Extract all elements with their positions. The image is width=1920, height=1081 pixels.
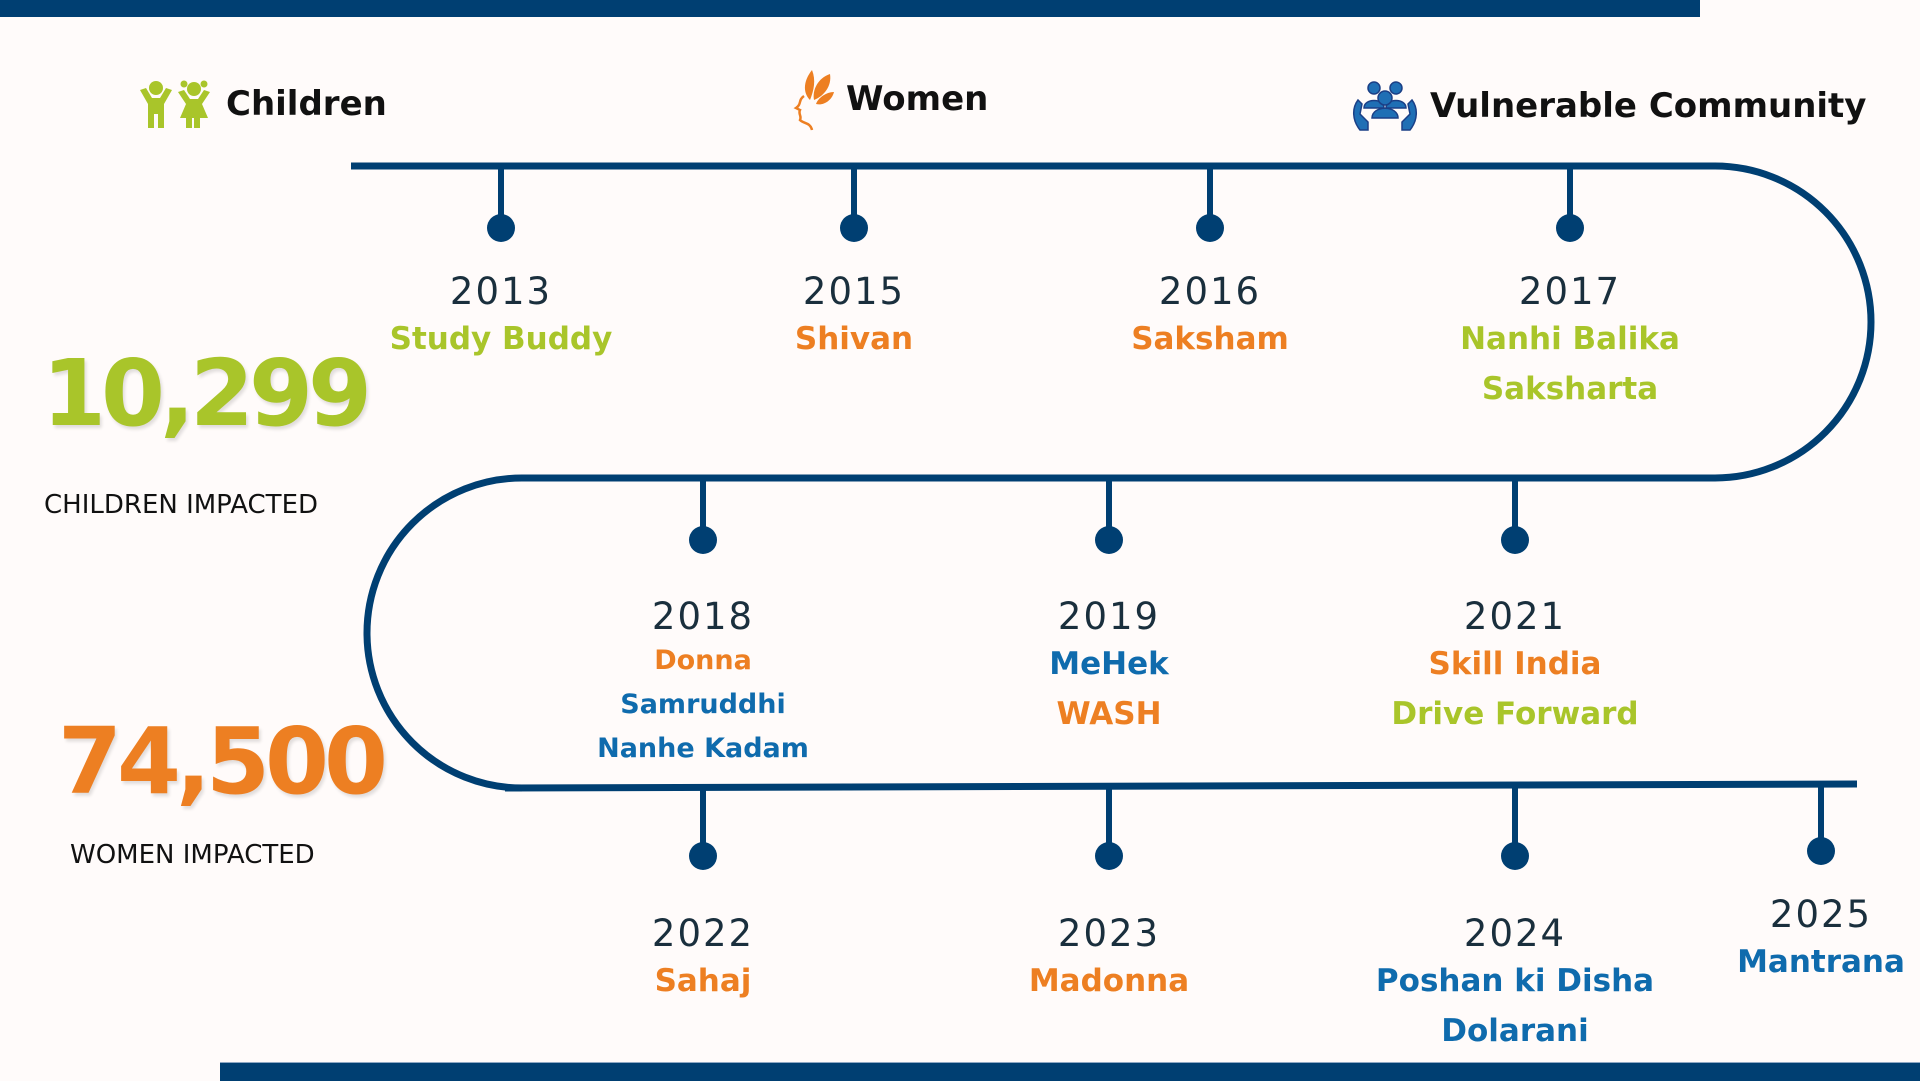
women-impacted-count: 74,500 bbox=[58, 708, 388, 815]
milestone-year: 2013 bbox=[449, 270, 553, 313]
program-name: Drive Forward bbox=[1391, 696, 1639, 732]
track-row-2 bbox=[363, 474, 1715, 792]
legend-children: Children bbox=[138, 78, 387, 130]
milestone-dot bbox=[840, 214, 868, 242]
program-name: Poshan ki Disha bbox=[1375, 963, 1655, 999]
milestone-year: 2025 bbox=[1769, 893, 1873, 936]
program-name: MeHek bbox=[1049, 646, 1169, 682]
program-name: Madonna bbox=[1028, 963, 1190, 999]
milestone-year: 2024 bbox=[1463, 912, 1567, 955]
milestone-year: 2022 bbox=[651, 912, 755, 955]
milestone-dot bbox=[487, 214, 515, 242]
milestone-year: 2015 bbox=[802, 270, 906, 313]
children-impacted-count: 10,299 bbox=[42, 340, 372, 447]
milestone-dot bbox=[1556, 214, 1584, 242]
top-accent-bar bbox=[0, 0, 1700, 17]
milestone-year: 2018 bbox=[651, 595, 755, 638]
program-name: Nanhi Balika bbox=[1460, 321, 1680, 357]
legend-label: Children bbox=[226, 84, 387, 124]
children-icon bbox=[140, 80, 210, 128]
program-name: Sahaj bbox=[654, 963, 752, 999]
program-name: Saksharta bbox=[1481, 371, 1659, 407]
milestone-year: 2017 bbox=[1518, 270, 1622, 313]
milestone-dot bbox=[1501, 842, 1529, 870]
program-name: Samruddhi bbox=[620, 689, 786, 720]
track-row-1 bbox=[351, 162, 1875, 482]
milestone-dot bbox=[1501, 526, 1529, 554]
program-name: Shivan bbox=[794, 321, 914, 357]
bottom-accent-bar bbox=[220, 1062, 1920, 1081]
milestone-markers bbox=[487, 166, 1835, 870]
milestone-dot bbox=[1095, 842, 1123, 870]
milestone-year: 2021 bbox=[1463, 595, 1567, 638]
milestone-dot bbox=[1196, 214, 1224, 242]
children-impacted-label: CHILDREN IMPACTED bbox=[44, 490, 319, 520]
program-name: Dolarani bbox=[1441, 1013, 1589, 1049]
milestone-dot bbox=[1095, 526, 1123, 554]
program-name: Donna bbox=[654, 645, 752, 676]
milestone-dot bbox=[689, 526, 717, 554]
program-name: WASH bbox=[1056, 696, 1162, 732]
legend-vulnerable-community: Vulnerable Community bbox=[1350, 78, 1866, 134]
woman-leaf-icon bbox=[793, 70, 834, 131]
program-name: Mantrana bbox=[1737, 944, 1905, 980]
program-name: Saksham bbox=[1131, 321, 1289, 357]
women-impacted-label: WOMEN IMPACTED bbox=[70, 840, 315, 870]
legend-label: Vulnerable Community bbox=[1430, 86, 1867, 126]
legend-women: Women bbox=[790, 66, 988, 132]
milestone-year: 2023 bbox=[1057, 912, 1161, 955]
track-row-3 bbox=[504, 780, 1858, 792]
milestone-dot bbox=[1807, 837, 1835, 865]
program-name: Skill India bbox=[1428, 646, 1602, 682]
program-name: Nanhe Kadam bbox=[597, 733, 809, 764]
legend-label: Women bbox=[846, 79, 989, 119]
milestone-year: 2016 bbox=[1158, 270, 1262, 313]
milestone-year: 2019 bbox=[1057, 595, 1161, 638]
community-hands-icon bbox=[1353, 81, 1417, 131]
program-name: Study Buddy bbox=[389, 321, 613, 357]
milestone-dot bbox=[689, 842, 717, 870]
